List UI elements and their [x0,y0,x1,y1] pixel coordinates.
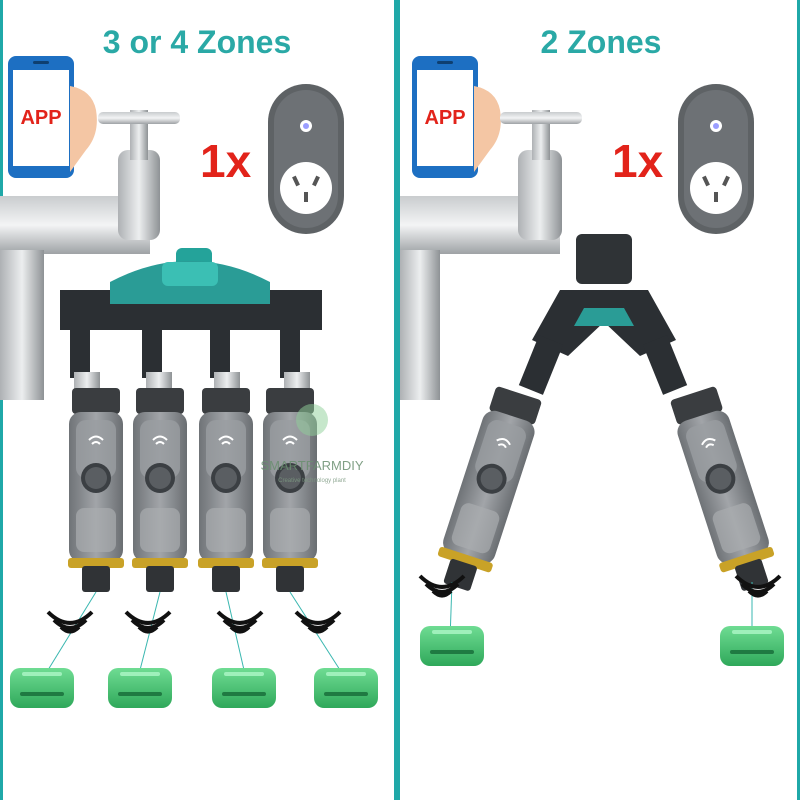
links-right [449,581,753,641]
soil-sensor-icon [720,626,784,666]
soil-sensor-icon [314,668,378,708]
soil-sensors-right [420,626,784,666]
panel-title-left: 3 or 4 Zones [102,24,292,60]
y-splitter-icon [576,234,632,284]
wireless-signal-icon [216,610,264,634]
panel-title-right: 2 Zones [540,24,662,60]
panel-left-art: APP [0,56,378,708]
app-label-right: APP [424,107,465,129]
panel-right-art: APP [400,56,784,666]
soil-sensor-icon [10,668,74,708]
gateway-quantity-right: 1x [612,135,664,187]
soil-sensor-icon [420,626,484,666]
timers-right [428,383,784,597]
tree-logo-icon [296,404,328,436]
soil-sensor-icon [212,668,276,708]
wireless-signal-icon [294,610,342,634]
water-timer-icon [664,383,784,597]
right-border [797,0,800,800]
watermark-brand: SMARTFARMDIY [260,458,363,473]
wireless-signal-icon [46,610,94,634]
watermark-tagline: Creative technology plant [278,478,346,484]
water-timer-icon [131,387,189,593]
wifi-gateway-plug-icon [268,84,344,234]
timers-left [67,387,319,593]
gateway-quantity-left: 1x [200,135,252,187]
wireless-signal-left [46,610,342,634]
faucet-icon [118,150,160,240]
links-left [47,591,341,671]
water-timer-icon [428,383,548,597]
soil-sensors-left [10,668,378,708]
wifi-gateway-plug-icon [678,84,754,234]
water-timer-icon [67,387,125,593]
water-timer-icon [197,387,255,593]
faucet-icon [518,150,562,240]
wireless-signal-icon [124,610,172,634]
app-label-left: APP [20,107,61,129]
brand-watermark: SMARTFARMDIY Creative technology plant [260,404,364,484]
soil-sensor-icon [108,668,172,708]
panel-divider [394,0,400,800]
zone-valves-left [70,322,310,394]
wireless-signal-right [418,574,782,598]
